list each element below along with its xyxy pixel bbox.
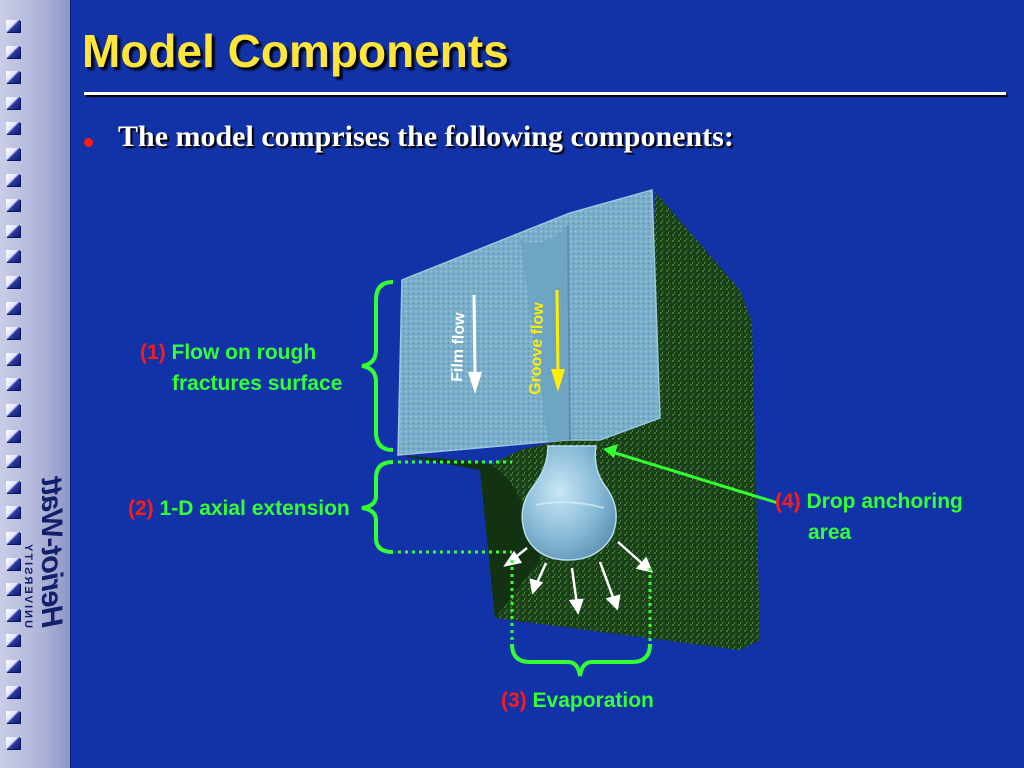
fracture-surface bbox=[397, 189, 661, 456]
sidebar-square bbox=[6, 96, 20, 109]
brace-evaporation bbox=[510, 643, 652, 677]
sidebar-square bbox=[6, 250, 20, 263]
sidebar-square bbox=[6, 148, 20, 160]
sidebar-decoration: Heriot-Watt UNIVERSITY bbox=[0, 0, 71, 768]
film-flow-arrow bbox=[468, 294, 482, 394]
sidebar-square bbox=[6, 480, 20, 493]
sidebar-square bbox=[6, 455, 20, 468]
sidebar-square bbox=[6, 327, 20, 340]
groove-flow-arrow bbox=[551, 289, 565, 392]
sidebar-square bbox=[6, 711, 20, 724]
evaporation-arrows bbox=[503, 541, 654, 615]
sidebar-square bbox=[6, 736, 20, 749]
sidebar-square bbox=[6, 506, 20, 519]
bullet-text: The model comprises the following compon… bbox=[118, 120, 734, 153]
sidebar-square bbox=[6, 583, 20, 596]
sidebar-square bbox=[6, 608, 20, 621]
label-2-number: (2) bbox=[128, 497, 154, 520]
groove-flow-label: Groove flow bbox=[527, 302, 547, 396]
brace-flow bbox=[361, 280, 394, 452]
sidebar-square bbox=[6, 199, 20, 212]
sidebar-square bbox=[6, 71, 20, 84]
sidebar-square bbox=[6, 352, 20, 365]
sidebar-square bbox=[6, 429, 20, 442]
label-1-line1: Flow on rough bbox=[171, 341, 317, 364]
anchoring-pointer bbox=[611, 450, 779, 505]
slide-title: Model Components bbox=[82, 25, 509, 77]
sidebar-square bbox=[6, 557, 20, 570]
sidebar-square bbox=[6, 45, 20, 58]
sidebar-square bbox=[6, 20, 20, 32]
sidebar-square bbox=[6, 173, 20, 186]
sidebar-square bbox=[6, 634, 20, 647]
brace-axial bbox=[361, 460, 394, 554]
label-drop-anchoring: (4) Drop anchoring area bbox=[775, 486, 963, 548]
label-1-number: (1) bbox=[140, 341, 166, 364]
label-4-number: (4) bbox=[775, 490, 801, 513]
label-2-text: 1-D axial extension bbox=[159, 497, 350, 520]
sidebar-square bbox=[6, 660, 20, 672]
sidebar-square bbox=[6, 224, 20, 237]
label-evaporation: (3) Evaporation bbox=[501, 685, 654, 716]
label-3-text: Evaporation bbox=[532, 689, 654, 712]
label-flow-rough-surface: (1) Flow on rough fractures surface bbox=[140, 337, 342, 399]
sidebar-square bbox=[6, 276, 20, 288]
sidebar-square bbox=[6, 301, 20, 314]
bullet-dot bbox=[84, 138, 93, 147]
sidebar-square bbox=[6, 404, 20, 416]
sidebar-square bbox=[6, 685, 20, 698]
label-1-line2: fractures surface bbox=[172, 372, 343, 395]
label-4-line1: Drop anchoring bbox=[806, 490, 963, 513]
sidebar-square bbox=[6, 378, 20, 391]
title-underline bbox=[84, 92, 1006, 95]
label-axial-extension: (2) 1-D axial extension bbox=[128, 493, 350, 524]
label-4-line2: area bbox=[808, 521, 852, 544]
sidebar-square bbox=[6, 122, 20, 135]
label-3-number: (3) bbox=[501, 689, 527, 712]
film-flow-label: Film flow bbox=[449, 312, 468, 382]
dotted-guides bbox=[398, 460, 652, 644]
sidebar-square bbox=[6, 532, 20, 544]
